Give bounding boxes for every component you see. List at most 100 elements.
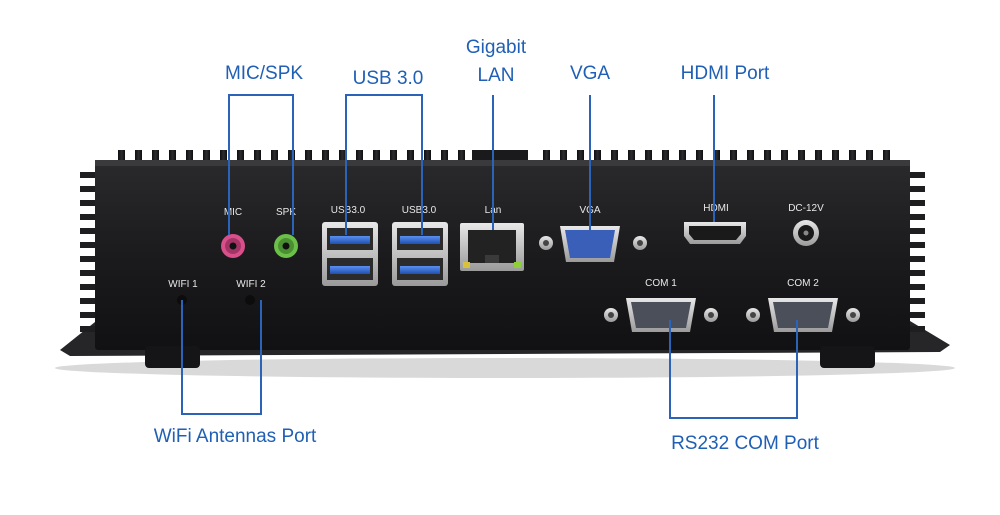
com2-port — [746, 298, 860, 332]
heatsink-fin — [628, 150, 635, 164]
wifi2-antenna-hole — [245, 295, 255, 305]
heatsink-fin — [730, 150, 737, 164]
leader-usb3 — [345, 94, 423, 235]
heatsink-fin — [560, 150, 567, 164]
heatsink-fin — [237, 150, 244, 164]
side-fin — [910, 214, 925, 220]
heatsink-fin — [662, 150, 669, 164]
heatsink-fin — [611, 150, 618, 164]
com1-port — [604, 298, 718, 332]
lan-port — [460, 223, 524, 271]
heatsink-fin — [815, 150, 822, 164]
heatsink-fin — [271, 150, 278, 164]
callout-rs232: RS232 COM Port — [671, 433, 819, 454]
heatsink-fin — [373, 150, 380, 164]
heatsink-fin — [832, 150, 839, 164]
side-fin — [910, 256, 925, 262]
heatsink-fin — [866, 150, 873, 164]
heatsink-fin — [220, 150, 227, 164]
side-fin — [910, 242, 925, 248]
leader-wifi — [181, 300, 262, 415]
callout-lan: LAN — [477, 65, 515, 86]
side-fin — [80, 186, 95, 192]
label-mic: MIC — [224, 207, 242, 218]
hdmi-port — [684, 222, 746, 244]
callout-wifi-antennas: WiFi Antennas Port — [153, 426, 317, 447]
label-com2: COM 2 — [787, 278, 819, 289]
side-fin — [80, 172, 95, 178]
heatsink-fin — [713, 150, 720, 164]
side-fin — [910, 172, 925, 178]
dc-power-jack — [793, 220, 819, 246]
heatsink-fins — [118, 150, 890, 164]
side-fin — [80, 242, 95, 248]
side-fin — [80, 284, 95, 290]
heatsink-fin — [390, 150, 397, 164]
foot-left — [145, 346, 200, 368]
foot-right — [820, 346, 875, 368]
heatsink-fin — [577, 150, 584, 164]
side-fin — [80, 312, 95, 318]
label-wifi2: WIFI 2 — [236, 279, 266, 290]
label-com1: COM 1 — [645, 278, 677, 289]
usb-port-stack-2 — [392, 222, 448, 286]
label-hdmi: HDMI — [703, 203, 729, 214]
side-fin — [910, 200, 925, 206]
side-fin — [80, 200, 95, 206]
heatsink-fin — [203, 150, 210, 164]
callout-usb3: USB 3.0 — [352, 68, 424, 89]
label-wifi1: WIFI 1 — [168, 279, 198, 290]
side-fin — [910, 228, 925, 234]
heatsink-fin — [169, 150, 176, 164]
label-spk: SPK — [276, 207, 296, 218]
side-fin — [910, 270, 925, 276]
heatsink-fin — [305, 150, 312, 164]
heatsink-fin — [339, 150, 346, 164]
heatsink-fin — [288, 150, 295, 164]
heatsink-fin — [645, 150, 652, 164]
heatsink-fin — [356, 150, 363, 164]
heatsink-fin — [798, 150, 805, 164]
callout-vga: VGA — [569, 63, 611, 84]
heatsink-fin — [883, 150, 890, 164]
floor-shadow — [55, 358, 955, 378]
side-fin — [910, 326, 925, 332]
heatsink-fin — [458, 150, 465, 164]
heatsink-fin — [152, 150, 159, 164]
side-fin — [910, 298, 925, 304]
heatsink-fin — [186, 150, 193, 164]
vga-port — [539, 226, 647, 262]
leader-mic-spk — [228, 94, 294, 235]
heatsink-fin — [696, 150, 703, 164]
heatsink-fin — [135, 150, 142, 164]
side-fin — [910, 186, 925, 192]
heatsink-fin — [118, 150, 125, 164]
heatsink-fin — [747, 150, 754, 164]
label-dc: DC-12V — [788, 203, 824, 214]
mic-jack — [221, 234, 245, 258]
callout-hdmi-port: HDMI Port — [680, 63, 770, 84]
heatsink-fin — [441, 150, 448, 164]
label-usb-b: USB3.0 — [402, 205, 437, 216]
side-fin — [910, 312, 925, 318]
side-fin — [80, 270, 95, 276]
heatsink-fin — [424, 150, 431, 164]
heatsink-fin — [679, 150, 686, 164]
heatsink-fin — [543, 150, 550, 164]
leader-lines — [181, 94, 798, 419]
side-fin — [80, 298, 95, 304]
heatsink-fin — [594, 150, 601, 164]
side-fin — [910, 284, 925, 290]
label-usb-a: USB3.0 — [331, 205, 366, 216]
top-tab — [472, 150, 528, 160]
side-fins — [80, 172, 925, 332]
leader-com — [669, 320, 798, 419]
side-fin — [80, 256, 95, 262]
side-fin — [80, 326, 95, 332]
heatsink-fin — [322, 150, 329, 164]
heatsink-fin — [254, 150, 261, 164]
callout-gigabit: Gigabit — [465, 37, 527, 58]
callout-mic-spk: MIC/SPK — [224, 63, 304, 84]
